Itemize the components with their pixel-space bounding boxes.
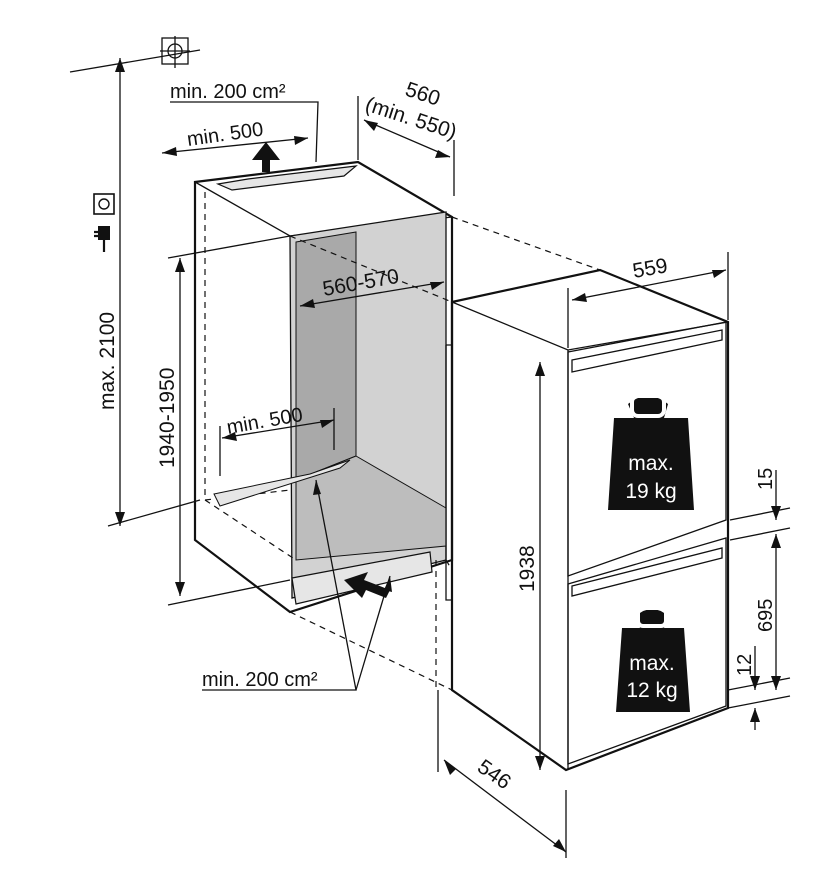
airflow-arrow-icon [344,572,390,598]
label-appliance-depth: 546 [473,755,515,794]
label-lower-door-height: 695 [755,599,777,632]
weight-lower-icon [616,606,690,712]
label-top-vent-area: min. 200 cm² [170,81,286,103]
projection-lines [289,216,601,691]
power-socket-icon [93,193,115,215]
label-appliance-width: 559 [631,254,670,283]
weight-upper-line1: max. [628,452,674,475]
label-bottom-vent-area: min. 200 cm² [202,669,318,691]
label-door-gap: 15 [755,468,777,490]
label-bottom-gap: 12 [734,654,756,676]
label-max-height: max. 2100 [96,312,119,410]
weight-upper-line2: 19 kg [625,480,676,503]
label-niche-height: 1940-1950 [156,368,179,468]
weight-lower-line1: max. [629,652,675,675]
airflow-arrow-icon [252,142,280,172]
niche-cabinet [193,160,454,614]
weight-lower-line2: 12 kg [626,679,677,702]
power-plug-icon [94,226,110,252]
ground-symbol-icon [160,36,190,68]
dimension-lines [69,49,791,858]
label-appliance-height: 1938 [516,545,539,592]
weight-upper-icon [608,394,694,510]
